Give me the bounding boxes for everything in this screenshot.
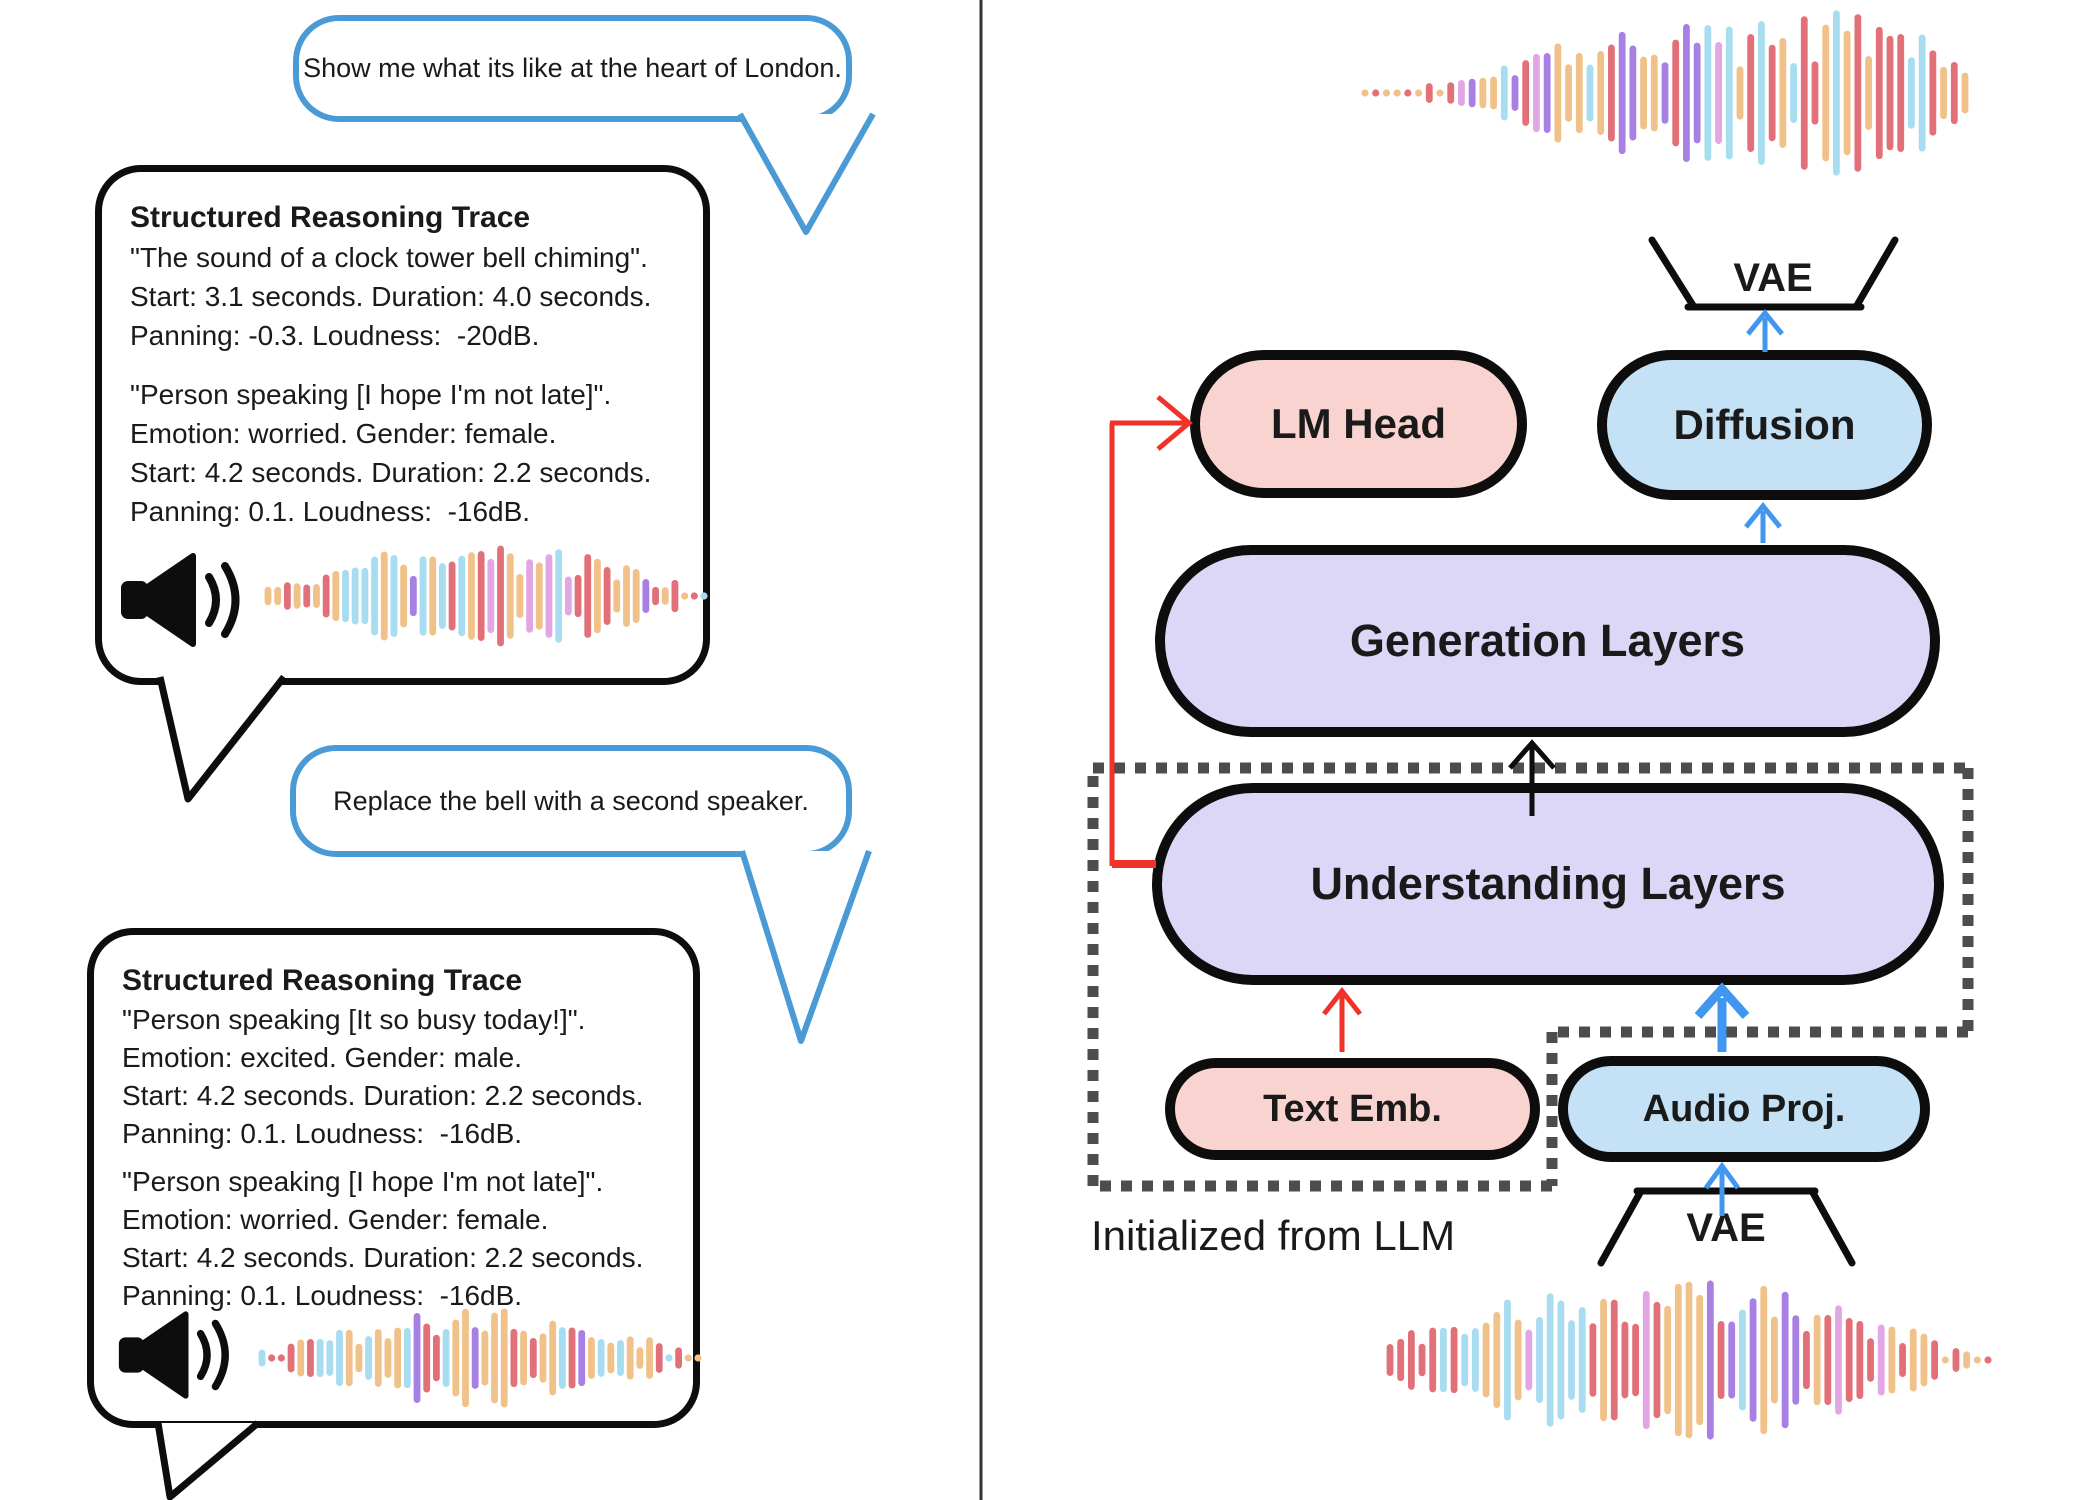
text-emb-node: Text Emb.: [1165, 1058, 1540, 1160]
trace-2-title: Structured Reasoning Trace: [122, 964, 523, 997]
trace-line: Emotion: worried. Gender: female.: [122, 1204, 549, 1235]
diffusion-label: Diffusion: [1673, 401, 1856, 448]
generation-layers-node: Generation Layers: [1155, 545, 1940, 737]
trace-box-2-tail: [154, 1420, 261, 1500]
initialized-from-llm-label: Initialized from LLM: [1091, 1212, 1456, 1259]
trace-line: Panning: 0.1. Loudness: -16dB.: [122, 1280, 523, 1311]
generation-layers-label: Generation Layers: [1349, 615, 1746, 666]
diffusion-node: Diffusion: [1597, 350, 1932, 500]
trace-line: Panning: -0.3. Loudness: -20dB.: [130, 320, 540, 351]
trace-line: Panning: 0.1. Loudness: -16dB.: [130, 496, 531, 527]
trace-line: "Person speaking [I hope I'm not late]".: [130, 379, 612, 410]
understanding-layers-node: Understanding Layers: [1152, 783, 1944, 985]
audio-proj-arrow: [1694, 982, 1750, 1052]
audio-proj-node: Audio Proj.: [1558, 1056, 1930, 1162]
understanding-layers-label: Understanding Layers: [1310, 858, 1786, 909]
lm-head-label: LM Head: [1270, 400, 1446, 447]
user-bubble-1-text: Show me what its like at the heart of Lo…: [303, 53, 842, 83]
trace-box-1-tail: [156, 674, 287, 803]
user-bubble-2: Replace the bell with a second speaker.: [290, 745, 852, 857]
trace-line: Start: 3.1 seconds. Duration: 4.0 second…: [130, 281, 652, 312]
speaker-icon: [118, 1311, 229, 1399]
speaker-icon: [121, 553, 240, 647]
trace-line: Emotion: excited. Gender: male.: [122, 1042, 522, 1073]
diffusion-to-vae-arrow: [1746, 309, 1784, 352]
trace-line: Start: 4.2 seconds. Duration: 2.2 second…: [130, 457, 652, 488]
trace-line: Start: 4.2 seconds. Duration: 2.2 second…: [122, 1080, 644, 1111]
bubble-1-tail: [737, 112, 876, 235]
reasoning-trace-box-2: Structured Reasoning Trace "Person speak…: [87, 928, 700, 1428]
bubble-2-tail: [739, 849, 872, 1044]
user-bubble-1: Show me what its like at the heart of Lo…: [293, 15, 852, 122]
text-emb-arrow: [1322, 986, 1362, 1052]
reasoning-trace-box-1: Structured Reasoning Trace "The sound of…: [95, 165, 710, 685]
trace-line: "The sound of a clock tower bell chiming…: [130, 242, 648, 273]
generation-to-diffusion-arrow: [1744, 502, 1782, 543]
vae-top-label: VAE: [1733, 256, 1813, 300]
output-audio-waveform: [1361, 10, 1969, 176]
trace-line: Panning: 0.1. Loudness: -16dB.: [122, 1118, 523, 1149]
trace-line: "Person speaking [I hope I'm not late]".: [122, 1166, 604, 1197]
vae-bottom-label: VAE: [1686, 1206, 1766, 1250]
trace-line: Start: 4.2 seconds. Duration: 2.2 second…: [122, 1242, 644, 1273]
user-bubble-2-text: Replace the bell with a second speaker.: [333, 785, 809, 816]
text-emb-label: Text Emb.: [1263, 1087, 1442, 1130]
input-audio-waveform: [1386, 1280, 1992, 1440]
trace-line: "Person speaking [It so busy today!]".: [122, 1004, 586, 1035]
trace-line: Emotion: worried. Gender: female.: [130, 418, 557, 449]
audio-proj-label: Audio Proj.: [1642, 1087, 1846, 1130]
trace-1-title: Structured Reasoning Trace: [130, 201, 531, 234]
lm-head-node: LM Head: [1190, 350, 1527, 498]
